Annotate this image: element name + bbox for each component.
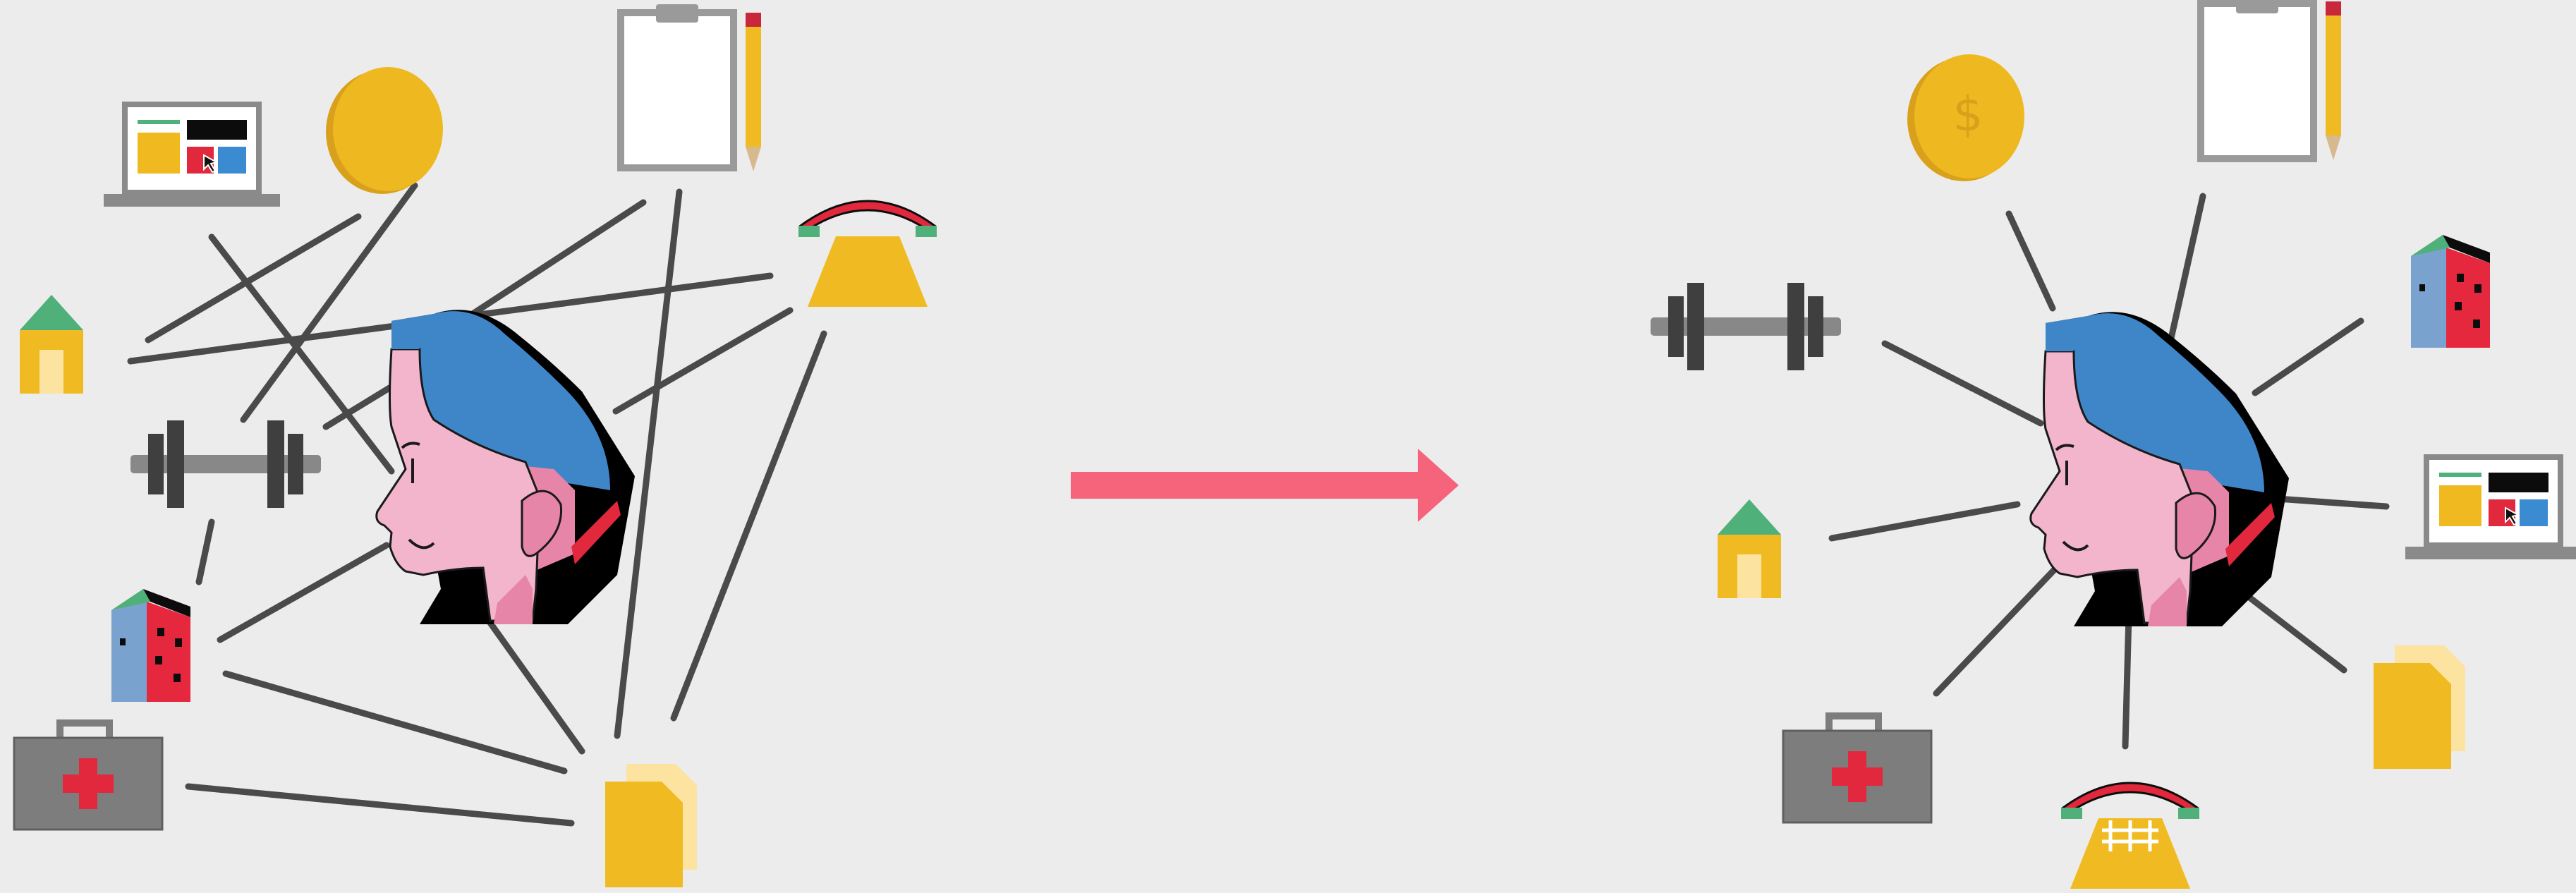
coin-icon-organized: $ <box>1907 54 2024 181</box>
house-icon <box>20 295 83 394</box>
head-icon-organized <box>2031 312 2289 626</box>
telephone-icon <box>798 201 937 307</box>
first-aid-kit-icon-organized <box>1783 712 1931 822</box>
building-icon <box>111 589 190 702</box>
head-icon <box>377 310 635 624</box>
house-icon-organized <box>1718 499 1781 598</box>
arrow-icon <box>1071 449 1459 522</box>
coin-icon <box>326 67 443 194</box>
clipboard-icon-organized <box>2201 0 2314 159</box>
documents-icon-organized <box>2374 645 2465 769</box>
dumbbell-icon <box>130 420 321 508</box>
dumbbell-icon-organized <box>1651 283 1841 370</box>
building-icon-organized <box>2411 235 2490 348</box>
first-aid-kit-icon <box>14 719 162 830</box>
telephone-icon-organized <box>2061 783 2199 889</box>
svg-text:$: $ <box>1952 87 1983 142</box>
laptop-icon-organized <box>2405 457 2576 559</box>
documents-icon <box>605 764 697 887</box>
pencil-icon-organized <box>2326 1 2341 160</box>
laptop-icon <box>104 104 280 207</box>
pencil-icon <box>746 13 761 171</box>
clipboard-icon <box>621 4 734 168</box>
